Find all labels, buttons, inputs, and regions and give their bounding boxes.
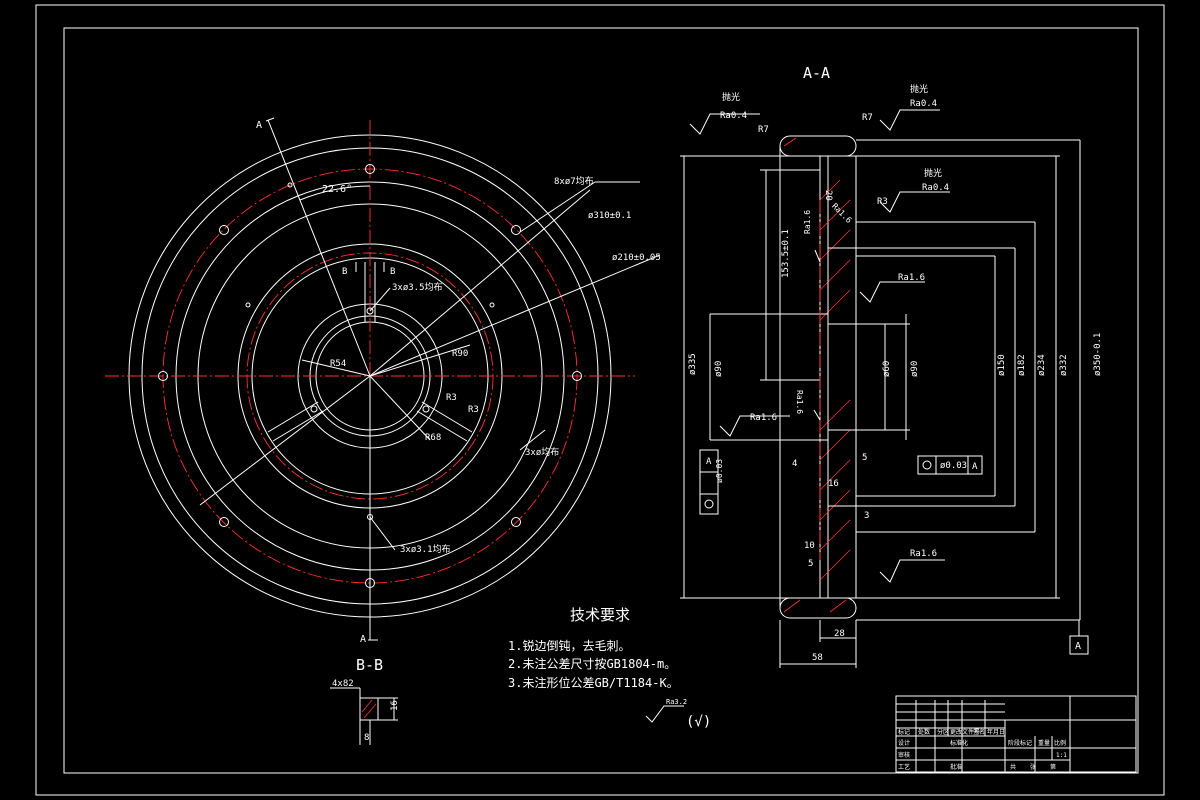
dim-58: 58 — [812, 653, 823, 663]
holes-note: 8xø7均布 — [554, 175, 594, 187]
dim-3: 3 — [864, 511, 869, 521]
ra04-right: Ra0.4 — [910, 99, 937, 109]
dim-4: 4 — [792, 459, 797, 469]
tb-c4: 更改文件号 — [950, 728, 980, 736]
ra16-bottom: Ra1.6 — [910, 549, 937, 559]
dim-16: 16 — [828, 479, 839, 489]
holes-bottom-label: 3xø3.1均布 — [400, 543, 451, 555]
dim-332: ø332 — [1059, 354, 1069, 376]
tb-c11: 批准 — [950, 763, 962, 771]
ra04-left: Ra0.4 — [720, 111, 747, 121]
rough-general: Ra3.2 — [666, 698, 687, 706]
bb-dim-16: 16 — [390, 700, 400, 711]
ra16-a: Ra1.6 — [803, 210, 812, 234]
tb-c2: 处数 — [918, 728, 930, 736]
tb-c15: 1:1 — [1056, 752, 1067, 759]
polish-left: 抛光 — [722, 91, 740, 103]
r68-label: R68 — [425, 433, 441, 443]
ra16-e: Ra1.6 — [750, 413, 777, 423]
r7-left: R7 — [758, 125, 769, 135]
dim-5b: 5 — [808, 559, 813, 569]
tech-item-3: 3.未注形位公差GB/T1184-K。 — [508, 675, 679, 690]
dim-182: ø182 — [1017, 354, 1027, 376]
tb-c5: 签名 — [973, 728, 985, 736]
cut-marker-a-top: A — [256, 120, 262, 131]
cut-b-right: B — [390, 267, 395, 277]
tb-c12: 阶段标记 — [1008, 739, 1032, 747]
outer-border — [35, 4, 1165, 796]
dim-20: 20 — [823, 190, 833, 201]
tech-requirements: 技术要求 1.锐边倒钝，去毛刺。 2.未注公差尺寸按GB1804-m。 3.未注… — [508, 606, 711, 730]
tech-title: 技术要求 — [570, 606, 630, 624]
tech-item-2: 2.未注公差尺寸按GB1804-m。 — [508, 656, 676, 671]
tb-c14: 比例 — [1054, 739, 1066, 747]
section-bb-title: B-B — [356, 656, 383, 674]
tech-item-1: 1.锐边倒钝，去毛刺。 — [508, 639, 630, 653]
dim-335: ø335 — [688, 353, 698, 375]
r90-label: R90 — [452, 349, 468, 359]
r3a-label: R3 — [446, 393, 457, 403]
tb-c17: 张 — [1030, 763, 1036, 771]
dim-150: ø150 — [997, 354, 1007, 376]
dim-90a: ø90 — [714, 361, 724, 377]
ra04-mid: Ra0.4 — [922, 183, 949, 193]
dim-28: 28 — [834, 629, 845, 639]
r54-label: R54 — [330, 359, 346, 369]
r3b-label: R3 — [468, 405, 479, 415]
front-view: A A 22.6° 8xø7均布 ø310±0.1 ø210±0.05 B B … — [105, 117, 661, 645]
tb-c7: 设计 — [898, 739, 910, 747]
datum-label: A — [1075, 641, 1081, 652]
polish-right: 抛光 — [910, 83, 928, 95]
bb-dim-8: 8 — [364, 733, 369, 743]
dim-350: ø350-0.1 — [1093, 333, 1103, 376]
pcd-outer-label: ø310±0.1 — [588, 211, 631, 221]
tol-right-ref: A — [972, 462, 978, 472]
dim-10: 10 — [804, 541, 815, 551]
tb-c6: 年月日 — [987, 728, 1005, 736]
section-aa-title: A-A — [803, 64, 830, 82]
dim-60: ø60 — [882, 361, 892, 377]
section-aa: A-A — [680, 64, 1103, 668]
tb-c3: 分区 — [937, 728, 949, 736]
tb-c13: 重量 — [1038, 739, 1050, 747]
r7-right: R7 — [862, 113, 873, 123]
r3-label: R3 — [877, 197, 888, 207]
tb-c8: 标准化 — [950, 739, 968, 747]
ra16-c: Ra1.6 — [898, 273, 925, 283]
tb-c1: 标记 — [898, 728, 910, 736]
tb-c16: 共 — [1010, 763, 1016, 771]
tb-c9: 审核 — [898, 751, 910, 759]
holes-small-label: 3xø3.5均布 — [392, 281, 443, 293]
ra16-d: Ra1.6 — [795, 390, 804, 414]
angle-label: 22.6° — [322, 184, 352, 195]
tol-right: ø0.03 — [940, 461, 967, 471]
inner-border — [63, 27, 1139, 774]
detail-bb: B-B 4x82 16 8 — [330, 656, 400, 745]
dim-153: 153.5±0.1 — [781, 229, 791, 278]
polish-mid: 抛光 — [924, 167, 942, 179]
slot-label: 3xø均布 — [525, 446, 559, 458]
tb-c18: 第 — [1050, 763, 1056, 771]
cut-b-left: B — [342, 267, 347, 277]
tol-left-ref: A — [706, 457, 712, 467]
pcd-inner-label: ø210±0.05 — [612, 253, 661, 263]
chamfer-label: 4x82 — [332, 679, 354, 689]
cut-marker-a-bottom: A — [360, 634, 366, 645]
tol-left: ø0.03 — [715, 459, 724, 483]
rough-paren: (√) — [686, 714, 711, 730]
dim-234: ø234 — [1037, 354, 1047, 376]
dim-90b: ø90 — [910, 361, 920, 377]
title-block: 标记 处数 分区 更改文件号 签名 年月日 设计 标准化 审核 工艺 批准 阶段… — [895, 695, 1137, 773]
tb-c10: 工艺 — [898, 763, 910, 771]
dim-5a: 5 — [862, 453, 867, 463]
ra16-b: Ra1.6 — [830, 202, 854, 226]
